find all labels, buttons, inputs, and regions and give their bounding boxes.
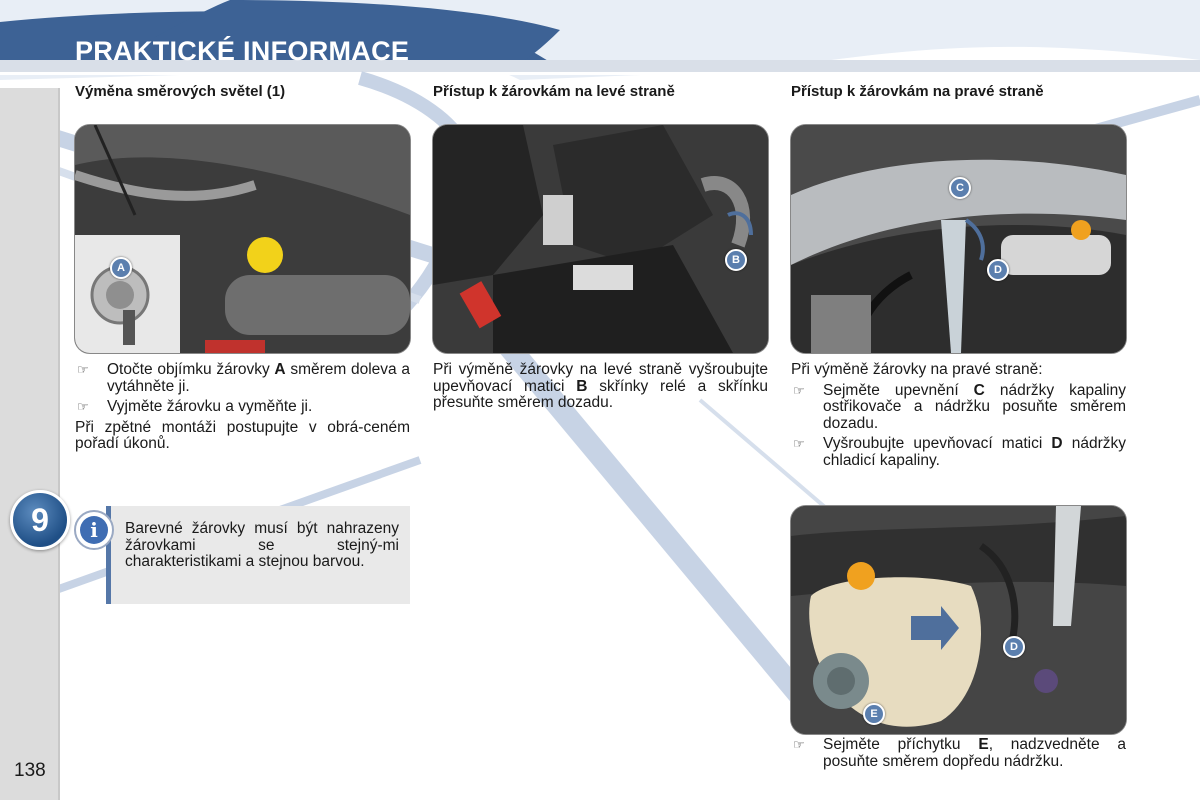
marker-d: D (1003, 636, 1025, 658)
info-text: Barevné žárovky musí být nahrazeny žárov… (125, 520, 399, 570)
chapter-sidebar (0, 88, 58, 800)
marker-a: A (110, 257, 132, 279)
bullet-glyph: ☞ (793, 382, 805, 398)
bullet-glyph: ☞ (793, 737, 805, 752)
column-3-text: Při výměně žárovky na pravé straně: ☞ Se… (791, 361, 1126, 473)
page-title: PRAKTICKÉ INFORMACE (75, 36, 410, 66)
bullet-glyph: ☞ (77, 362, 89, 377)
bullet-item: ☞ Vyšroubujte upevňovací matici D nádržk… (793, 435, 1126, 469)
column-1-text: ☞ Otočte objímku žárovky A směrem doleva… (75, 361, 410, 457)
column-1-heading: Výměna směrových světel (1) (75, 83, 286, 100)
marker-c: C (949, 177, 971, 199)
column-2-heading: Přístup k žárovkám na levé straně (433, 83, 675, 100)
bullet-item: ☞ Sejměte upevnění C nádržky kapaliny os… (793, 381, 1126, 432)
right-side-intro: Při výměně žárovky na pravé straně: (791, 361, 1043, 378)
sidebar-edge (58, 88, 60, 800)
column-3-heading: Přístup k žárovkám na pravé straně (791, 83, 1044, 100)
bullet-glyph: ☞ (77, 399, 89, 414)
page-number: 138 (14, 760, 46, 781)
coolant-tank-photo: D E (790, 505, 1127, 735)
bullet-glyph: ☞ (793, 436, 805, 451)
bullet-item: ☞ Vyjměte žárovku a vyměňte ji. (77, 398, 313, 415)
right-side-photo: C D (790, 124, 1127, 354)
marker-b: B (725, 249, 747, 271)
column-2-text: Při výměně žárovky na levé straně vyšrou… (433, 361, 768, 411)
bullet-item: ☞ Sejměte příchytku E, nadzvedněte a pos… (793, 736, 1127, 770)
info-icon: i (74, 510, 114, 550)
reassembly-note: Při zpětné montáži postupujte v obrá-cen… (75, 418, 410, 452)
left-side-photo: B (432, 124, 769, 354)
marker-d: D (987, 259, 1009, 281)
info-box (106, 506, 410, 604)
column-3-final-text: ☞ Sejměte příchytku E, nadzvedněte a pos… (791, 736, 1127, 774)
chapter-badge[interactable]: 9 (10, 490, 70, 550)
turn-signal-photo: A (74, 124, 411, 354)
marker-e: E (863, 703, 885, 725)
bullet-item: ☞ Otočte objímku žárovky A směrem doleva… (77, 361, 410, 395)
